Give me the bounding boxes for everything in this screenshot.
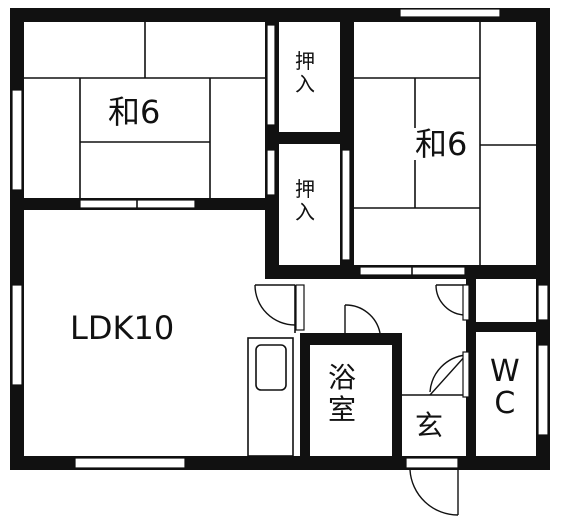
room-label-wc: W C bbox=[490, 354, 520, 421]
room-label-washitsu-left: 和6 bbox=[108, 93, 161, 131]
room-label-closet-mid: 押 入 bbox=[295, 177, 315, 224]
room-label-closet-top: 押 入 bbox=[295, 49, 315, 96]
kitchen-counter bbox=[247, 337, 294, 457]
room-label-ldk: LDK10 bbox=[70, 309, 175, 347]
room-label-entrance: 玄 bbox=[415, 409, 444, 442]
doors bbox=[254, 284, 470, 516]
room-label-bath: 浴 室 bbox=[328, 361, 357, 427]
room-label-washitsu-right: 和6 bbox=[413, 125, 470, 163]
tatami-left bbox=[24, 22, 265, 198]
windows bbox=[11, 8, 549, 469]
